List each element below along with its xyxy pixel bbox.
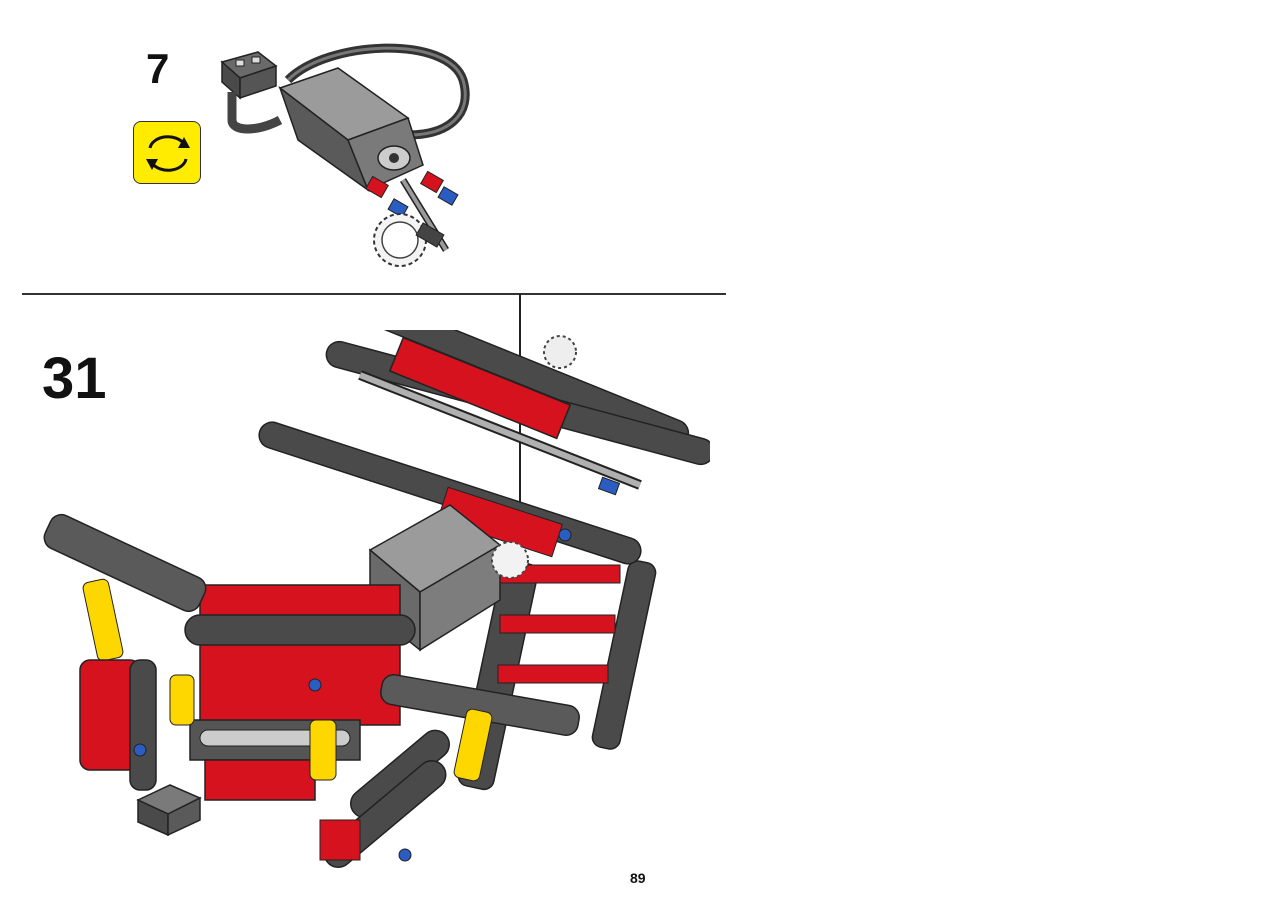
page-number: 89 xyxy=(630,870,646,886)
step-divider xyxy=(22,293,726,295)
rotate-arrows-icon xyxy=(146,135,190,172)
substep-number: 7 xyxy=(146,45,170,92)
rotate-icon xyxy=(133,121,201,184)
step-number: 31 xyxy=(42,346,107,411)
model-assembly-illustration xyxy=(43,330,710,868)
motor-subassembly-illustration xyxy=(220,43,470,267)
